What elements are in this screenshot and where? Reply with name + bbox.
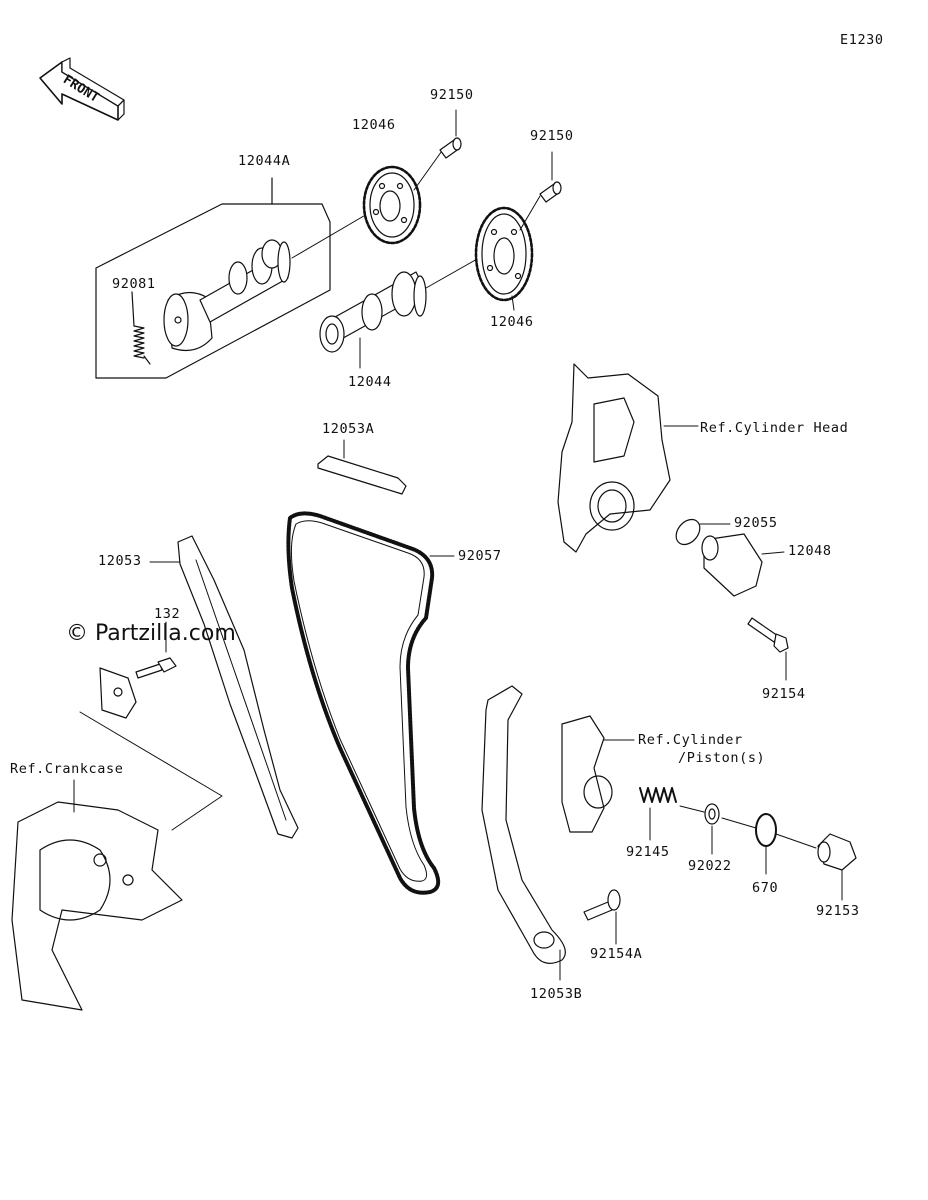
sprocket-12046-lower-part [474,195,541,311]
label-12046-lower: 12046 [490,314,534,330]
label-670: 670 [752,880,779,896]
label-ref-crankcase: Ref.Crankcase [10,761,124,777]
guide-12053A-part [317,439,407,495]
label-12053: 12053 [98,553,142,569]
front-arrow-icon: FRONT [39,57,125,121]
label-12053B: 12053B [530,986,583,1002]
guide-12053B-part [481,685,566,981]
label-ref-piston: /Piston(s) [678,750,766,766]
bolt-92154-part [747,617,789,681]
spring-92081-part [131,291,151,365]
label-92154: 92154 [762,686,806,702]
label-92150-lower: 92150 [530,128,574,144]
label-12053A: 12053A [322,421,375,437]
partzilla-watermark: © Partzilla.com [66,621,236,646]
cylinder-piston-reference [561,715,635,833]
bolt-132-part [135,621,177,679]
label-92150-upper: 92150 [430,87,474,103]
label-92057: 92057 [458,548,502,564]
washer-92022-part [679,803,720,855]
label-12044: 12044 [348,374,392,390]
label-92022: 92022 [688,858,732,874]
bolt-92150-lower-part [539,151,562,203]
spring-92145-part [639,787,677,841]
label-92153: 92153 [816,903,860,919]
label-92055: 92055 [734,515,778,531]
bolt-92150-upper-part [439,109,462,159]
camshaft-12044-part [319,253,487,369]
bolt-92154A-part [583,889,621,945]
assembly-bracket-12044A [95,203,331,379]
label-132: 132 [154,606,181,622]
timing-chain-92057-part [286,511,455,895]
label-ref-cylinder: Ref.Cylinder [638,732,743,748]
crankcase-leader [79,711,223,831]
label-ref-cylinder-head: Ref.Cylinder Head [700,420,849,436]
sprocket-12046-upper-part [362,147,445,245]
cylinder-head-reference [557,363,699,553]
plug-92153-part [775,833,857,901]
label-92145: 92145 [626,844,670,860]
label-92154A: 92154A [590,946,643,962]
guide-12053-part [149,535,299,839]
label-12046-upper: 12046 [352,117,396,133]
oring-670-part [721,813,777,875]
label-12048: 12048 [788,543,832,559]
crankcase-reference [11,779,183,1011]
label-92081: 92081 [112,276,156,292]
label-12044A: 12044A [238,153,291,169]
tensioner-12048-part [701,533,785,597]
camshaft-12044A-part [163,209,375,351]
plate-part [99,667,137,719]
diagram-code: E1230 [840,32,884,48]
oring-92055-part [675,518,701,546]
